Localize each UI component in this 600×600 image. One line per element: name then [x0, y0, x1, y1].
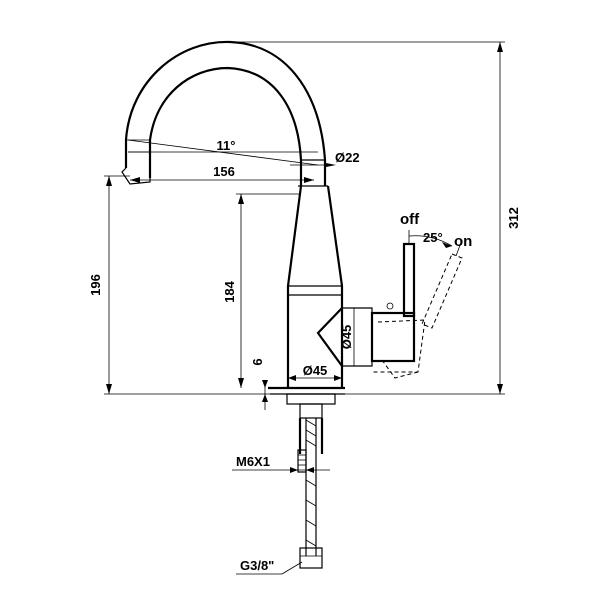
dim-body-height: 184	[222, 280, 237, 302]
lever-off-label: off	[400, 211, 420, 228]
dim-lever-angle: 25°	[423, 230, 443, 245]
dim-spout-height: 196	[88, 274, 103, 296]
dim-hose-connector: G3/8"	[240, 558, 274, 573]
dim-total-height: 312	[506, 207, 521, 229]
dim-spout-angle: 11°	[217, 138, 236, 153]
dim-spout-diameter: Ø22	[335, 150, 360, 165]
dim-spout-length: 156	[213, 164, 235, 179]
dim-handle-diameter: Ø45	[339, 325, 354, 350]
dim-thread-rod: M6X1	[236, 454, 270, 469]
dimension-lines	[104, 41, 505, 575]
dim-base-thickness: 6	[250, 358, 265, 365]
lever-on	[372, 253, 463, 379]
dim-body-diameter: Ø45	[303, 363, 328, 378]
mounting-assembly	[286, 393, 336, 569]
lever-on-label: on	[454, 233, 472, 250]
lever-off	[370, 242, 416, 363]
